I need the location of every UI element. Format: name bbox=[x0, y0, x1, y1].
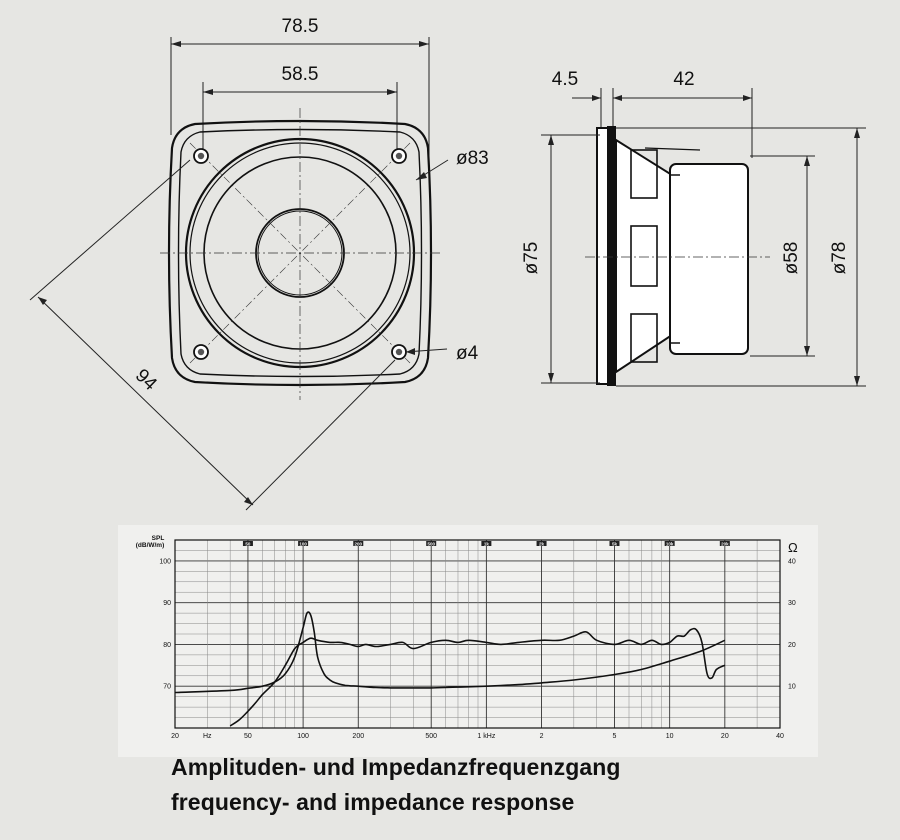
arrowhead bbox=[613, 95, 622, 101]
x-tick-label: 1 kHz bbox=[477, 733, 495, 740]
x-tick-label: 20 bbox=[721, 733, 729, 740]
top-tick-marker bbox=[536, 541, 547, 546]
top-tick-marker bbox=[353, 541, 364, 546]
top-tick-marker bbox=[719, 541, 730, 546]
arrowhead bbox=[548, 373, 554, 383]
y-right-tick-label: 10 bbox=[788, 684, 796, 691]
top-tick-marker bbox=[664, 541, 675, 546]
top-tick-label: 10k bbox=[666, 542, 674, 547]
mount-hole-core bbox=[395, 348, 403, 356]
arrowhead bbox=[203, 89, 213, 95]
extension-line bbox=[29, 159, 191, 301]
terminal-wire bbox=[644, 147, 701, 151]
basket-window bbox=[630, 225, 658, 287]
x-tick-labels: 20 Hz 50 100 200 500 1 kHz 2 5 10 20 40 bbox=[171, 733, 784, 740]
y-right-tick-label: 30 bbox=[788, 600, 796, 607]
dim-overall-dia: ø78 bbox=[829, 242, 850, 275]
x-tick-label: 50 bbox=[244, 733, 252, 740]
x-tick-label: 500 bbox=[425, 733, 437, 740]
arrowhead bbox=[419, 41, 429, 47]
y-right-tick-label: 40 bbox=[788, 558, 796, 565]
basket-window bbox=[630, 313, 658, 363]
arrowhead bbox=[171, 41, 181, 47]
arrowhead bbox=[416, 172, 427, 180]
side-magnet bbox=[669, 163, 749, 355]
side-flange-edge bbox=[607, 126, 616, 386]
dim-magnet-dia: ø58 bbox=[781, 242, 802, 275]
x-tick-label: 5 bbox=[613, 733, 617, 740]
top-tick-label: 5k bbox=[612, 542, 618, 547]
dim-depth: 42 bbox=[673, 69, 694, 90]
y-left-tick-label: 70 bbox=[163, 684, 171, 691]
x-tick-label: 10 bbox=[666, 733, 674, 740]
top-tick-marker bbox=[426, 541, 437, 546]
dim-line-diagonal bbox=[37, 296, 254, 506]
caption-english: frequency- and impedance response bbox=[171, 789, 575, 815]
dim-front-dia: ø75 bbox=[521, 242, 542, 275]
top-tick-label: 20k bbox=[721, 542, 729, 547]
x-tick-label: 40 bbox=[776, 733, 784, 740]
x-tick-label: 20 bbox=[171, 733, 179, 740]
y-left-tick-label: 100 bbox=[159, 558, 171, 565]
side-basket bbox=[615, 138, 673, 374]
y-left-tick-label: 90 bbox=[163, 600, 171, 607]
arrowhead bbox=[548, 135, 554, 145]
mount-hole-core bbox=[197, 348, 205, 356]
speaker-frame bbox=[167, 119, 433, 387]
y-right-tick-label: 20 bbox=[788, 642, 796, 649]
mount-hole-core bbox=[395, 152, 403, 160]
y-left-tick-label: 80 bbox=[163, 642, 171, 649]
dim-flange: 4.5 bbox=[552, 69, 578, 90]
impedance-curve bbox=[174, 611, 726, 694]
y-right-label: Ω bbox=[788, 540, 798, 555]
dim-outer-width: 78.5 bbox=[282, 16, 319, 37]
front-view-drawing: 78.5 58.5 ø83 ø4 bbox=[29, 16, 866, 511]
arrowhead bbox=[387, 89, 397, 95]
extension-line bbox=[245, 359, 396, 511]
arrowhead bbox=[854, 128, 860, 138]
x-tick-label: 200 bbox=[352, 733, 364, 740]
mount-hole-core bbox=[197, 152, 205, 160]
plot-frame bbox=[174, 539, 781, 729]
arrowhead bbox=[804, 346, 810, 356]
dim-hole-spacing: 58.5 bbox=[282, 64, 319, 85]
dim-hole: ø4 bbox=[456, 343, 479, 364]
top-tick-label: 2k bbox=[539, 542, 545, 547]
top-tick-marker bbox=[481, 541, 492, 546]
caption-german: Amplituden- und Impedanzfrequenzgang bbox=[171, 754, 621, 780]
top-tick-marker bbox=[298, 541, 309, 546]
y-left-label-line1: SPL bbox=[152, 535, 165, 542]
top-tick-labels: 50 100 200 500 1k 2k 5k 10k 20k bbox=[242, 541, 730, 547]
y-left-tick-labels: 100 90 80 70 bbox=[159, 558, 171, 690]
basket-window bbox=[630, 149, 658, 199]
arrowhead bbox=[743, 95, 752, 101]
top-tick-label: 500 bbox=[427, 542, 435, 547]
top-tick-label: 1k bbox=[484, 542, 490, 547]
speaker-frame-inner bbox=[177, 128, 423, 378]
arrowhead bbox=[592, 95, 601, 101]
top-tick-label: 50 bbox=[245, 542, 251, 547]
arrowhead bbox=[244, 497, 253, 505]
y-left-label-line2: (dB/W/m) bbox=[136, 542, 165, 549]
x-tick-label: 2 bbox=[540, 733, 544, 740]
spl-curve bbox=[229, 627, 726, 727]
chart-grid bbox=[174, 539, 781, 729]
arrowhead bbox=[38, 297, 47, 305]
arrowhead bbox=[804, 156, 810, 166]
top-tick-marker bbox=[609, 541, 620, 546]
diagonal-center-line bbox=[189, 142, 411, 364]
dim-cutout: ø83 bbox=[456, 148, 489, 169]
arrowhead bbox=[854, 376, 860, 386]
x-tick-label: 100 bbox=[297, 733, 309, 740]
top-tick-label: 100 bbox=[299, 542, 307, 547]
top-tick-label: 200 bbox=[355, 542, 363, 547]
arrowhead bbox=[406, 348, 415, 355]
y-right-tick-labels: 40 30 20 10 bbox=[788, 558, 796, 690]
x-tick-label: Hz bbox=[203, 733, 212, 740]
top-tick-marker bbox=[242, 541, 253, 546]
